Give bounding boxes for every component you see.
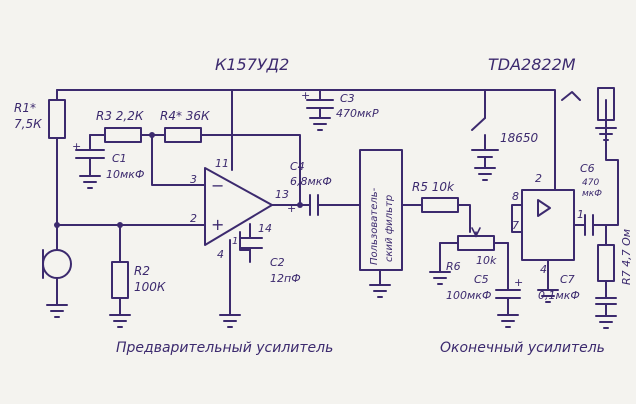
r2-name: R2 [134, 264, 150, 278]
battery-symbol [471, 149, 499, 158]
c5-ground [497, 297, 519, 328]
op-pin13: 13 [275, 188, 289, 201]
filter-label-1: Пользователь- [369, 187, 380, 265]
user-filter-box [359, 149, 403, 271]
op-pin2: 2 [190, 212, 197, 225]
c5-name: С5 [474, 273, 489, 286]
tda-triangle [537, 199, 551, 217]
tda-pin7: 7 [512, 219, 519, 232]
c4-plus: + [287, 202, 296, 215]
r5-label: R5 10k [412, 180, 455, 194]
ground-symbol-battery [474, 167, 496, 181]
c7-name: С7 [560, 273, 575, 286]
c3-plus: + [301, 89, 310, 102]
speaker-body [597, 87, 615, 121]
r5-resistor [421, 197, 459, 213]
r3-resistor [104, 127, 142, 143]
c1-name: С1 [112, 152, 127, 165]
r4-label: R4* 36К [160, 109, 210, 123]
filter-label-2: ский фильтр [384, 195, 395, 262]
c3-name: С3 [340, 92, 355, 105]
c5-value: 100мкФ [446, 289, 491, 302]
opamp-triangle [204, 167, 273, 246]
c7-value: 0,1мкФ [538, 289, 580, 302]
tda2822m-box [521, 189, 575, 261]
ground-symbol-speaker [595, 127, 617, 141]
r6-potentiometer [457, 235, 495, 251]
r7-resistor [597, 244, 615, 282]
r2-resistor [111, 261, 129, 299]
op-pin14: 14 [258, 222, 272, 235]
chip2-label: TDA2822M [488, 55, 576, 74]
r3-label: R3 2,2К [96, 109, 144, 123]
c2-value: 12пФ [270, 272, 301, 285]
c1-value: 10мкФ [106, 168, 144, 181]
r6-value: 10k [476, 254, 497, 267]
microphone [42, 249, 72, 279]
r6-wiper [471, 227, 481, 238]
c3-value: 470мкР [336, 107, 379, 120]
ground-symbol-filter [369, 284, 391, 298]
feedback-line-right [200, 134, 301, 206]
r1-resistor [48, 99, 66, 139]
c6-value: 470 [582, 178, 599, 188]
c4-value: 6,8мкФ [290, 175, 332, 188]
c7-ground [595, 303, 617, 329]
c6-name: С6 [580, 162, 595, 175]
switch-lever [471, 117, 486, 131]
tda-pin8: 8 [512, 190, 519, 203]
c1-plus: + [72, 140, 81, 153]
r5-wire-right [457, 204, 471, 233]
r6-name: R6 [446, 260, 461, 273]
battery-label: 18650 [500, 131, 539, 145]
c5-plus: + [514, 276, 523, 289]
ground-symbol-tda [537, 289, 559, 303]
c6-unit: мкФ [582, 189, 602, 199]
c4-name: С4 [290, 160, 305, 173]
c6-out-wire [592, 224, 607, 246]
op-pin3: 3 [190, 173, 197, 186]
ground-symbol-mic [46, 304, 68, 318]
chip1-label: К157УД2 [215, 55, 289, 74]
caption-final: Оконечный усилитель [440, 340, 605, 356]
op-pin4: 4 [217, 248, 224, 261]
ground-symbol-c1 [79, 175, 101, 189]
r1-name: R1* [14, 101, 36, 115]
top-rail [56, 89, 556, 191]
r2-value: 100К [134, 280, 166, 294]
speaker-mark [561, 91, 581, 101]
speaker-wire [605, 99, 619, 226]
ground-symbol-op [219, 314, 241, 328]
opamp-plus: + [211, 215, 224, 234]
ground-symbol-r2 [109, 314, 131, 328]
tda-pin4: 4 [540, 263, 547, 276]
ground-symbol-c3 [309, 117, 331, 131]
caption-preamp: Предварительный усилитель [116, 340, 333, 356]
tda-pin1: 1 [577, 208, 584, 221]
op-pin1: 1 [232, 236, 238, 247]
tda-pin2: 2 [535, 172, 542, 185]
node-to-pin3 [151, 134, 206, 186]
r6-ground [429, 271, 451, 285]
tda-pin8-wire [511, 204, 523, 233]
c2-name: С2 [270, 256, 285, 269]
opamp-minus: − [211, 176, 224, 195]
r1-value: 7,5К [14, 117, 42, 131]
r4-resistor [164, 127, 202, 143]
r7-label: R7 4,7 Ом [620, 229, 633, 285]
op-pin11: 11 [215, 157, 229, 170]
